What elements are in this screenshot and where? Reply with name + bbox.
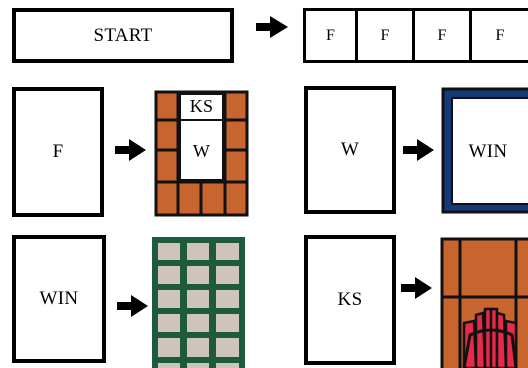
rule-source-label: W (340, 139, 360, 160)
start-label: START (93, 24, 153, 46)
rule-source-label: F (52, 141, 64, 162)
result-label-win: WIN (468, 141, 508, 162)
rule-source-box: KS (304, 235, 396, 365)
start-box: START (12, 8, 234, 63)
arrow-right-icon (401, 277, 432, 299)
rule-source-label: WIN (39, 288, 79, 309)
sequence-cell-label: F (380, 26, 390, 44)
sequence-cell-label: F (326, 26, 335, 44)
sequence-cell: F (415, 11, 472, 60)
result-label-ks: KS (189, 96, 214, 116)
sequence-cell: F (306, 11, 358, 60)
window-frame-tile (441, 87, 528, 214)
pane-grid-tile (152, 237, 245, 368)
result-label-w: W (192, 141, 211, 161)
arrow-right-icon (403, 139, 434, 161)
sequence-cell-label: F (437, 26, 447, 44)
brick-frame-tile (154, 90, 249, 217)
arrow-right-icon (115, 139, 146, 161)
sequence-cell-label: F (495, 26, 505, 44)
rule-source-box: W (304, 86, 396, 214)
arrow-start-icon (256, 16, 288, 38)
rule-source-box: F (12, 87, 104, 217)
rule-source-label: KS (337, 289, 363, 310)
sequence-cell: F (358, 11, 415, 60)
rule-source-box: WIN (12, 235, 106, 363)
keystone-arch-tile (440, 237, 528, 368)
arrow-right-icon (117, 295, 148, 317)
sequence-cell: F (472, 11, 528, 60)
